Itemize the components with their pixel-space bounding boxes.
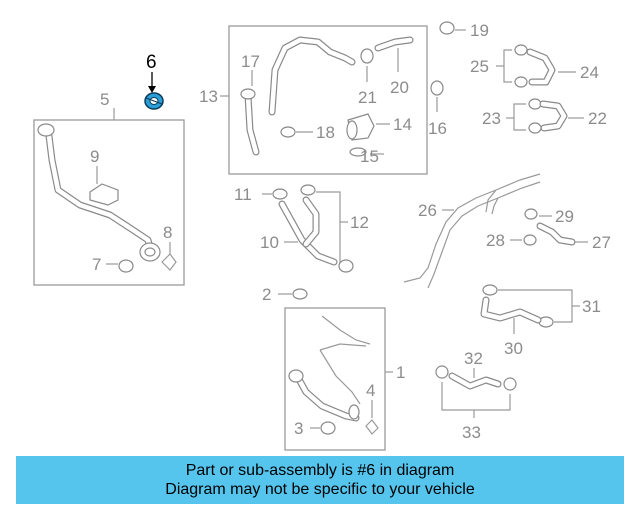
clamp-28 — [523, 234, 537, 246]
callout-21: 21 — [358, 88, 377, 107]
callout-7: 7 — [92, 255, 101, 274]
callout-22: 22 — [588, 109, 607, 128]
callout-1: 1 — [396, 363, 405, 382]
clamp-25b — [514, 76, 528, 88]
callout-26: 26 — [418, 201, 437, 220]
hose-32 — [448, 372, 502, 390]
callout-18: 18 — [316, 123, 335, 142]
group-10-12: 11 12 10 — [234, 184, 369, 273]
callout-16: 16 — [428, 119, 447, 138]
callout-28: 28 — [486, 231, 505, 250]
pipe-1 — [288, 315, 371, 422]
callout-20: 20 — [390, 78, 409, 97]
bracket-9 — [89, 183, 119, 206]
callout-6: 6 — [146, 52, 157, 73]
clamp-33b — [503, 377, 517, 391]
clip-4 — [365, 419, 379, 435]
group-32-33: 32 33 — [435, 349, 517, 442]
callout-30: 30 — [504, 339, 523, 358]
info-banner: Part or sub-assembly is #6 in diagram Di… — [16, 456, 624, 504]
clamp-12a — [300, 184, 316, 196]
clamp-11 — [272, 188, 288, 200]
callout-24: 24 — [580, 63, 599, 82]
o-ring-7 — [118, 259, 134, 273]
group-27-29: 29 28 27 — [486, 207, 611, 252]
group-1: 1 3 4 — [284, 307, 405, 451]
clamp-21 — [360, 48, 374, 64]
clamp-23b — [528, 122, 542, 134]
callout-17: 17 — [241, 52, 260, 71]
clamp-18 — [280, 126, 296, 138]
hose-24 — [526, 48, 556, 86]
group-5-frame — [33, 119, 185, 286]
group-24-25: 25 24 — [470, 44, 599, 88]
clamp-12b — [338, 259, 354, 273]
callout-2: 2 — [262, 285, 271, 304]
group-5: 5 9 7 8 — [33, 90, 185, 286]
group-16: 16 — [428, 80, 447, 138]
clip-8 — [161, 253, 177, 271]
callout-8: 8 — [163, 223, 172, 242]
elbow-14 — [346, 113, 375, 141]
callout-13: 13 — [199, 87, 218, 106]
clamp-19 — [439, 21, 455, 35]
group-2: 2 — [262, 285, 308, 304]
hose-22 — [539, 100, 568, 132]
callout-3: 3 — [294, 419, 303, 438]
group-30-31: 31 30 — [480, 284, 601, 358]
o-ring-3 — [320, 421, 336, 435]
group-19: 19 — [439, 21, 489, 40]
clamp-2 — [292, 288, 308, 300]
callout-31: 31 — [582, 297, 601, 316]
callout-23: 23 — [482, 109, 501, 128]
part-6-highlighted: 6 — [144, 52, 164, 110]
clamp-25a — [514, 44, 528, 56]
group-1-frame — [284, 307, 386, 451]
hose-20 — [374, 36, 414, 52]
callout-11: 11 — [234, 185, 252, 204]
callout-9: 9 — [90, 147, 99, 166]
clamp-31a — [482, 284, 498, 296]
callout-12: 12 — [350, 213, 369, 232]
group-26: 26 — [403, 173, 541, 289]
hose-10 — [278, 196, 338, 266]
callout-4: 4 — [366, 381, 375, 400]
clamp-16 — [430, 80, 444, 96]
banner-line-1: Part or sub-assembly is #6 in diagram — [185, 462, 455, 479]
callout-10: 10 — [260, 233, 279, 252]
callout-15: 15 — [360, 147, 379, 166]
callout-32: 32 — [464, 349, 483, 368]
clamp-15 — [349, 147, 367, 157]
hose-27 — [536, 222, 576, 246]
callout-25: 25 — [470, 57, 489, 76]
pipe-26 — [403, 173, 541, 289]
callout-19: 19 — [470, 21, 489, 40]
callout-14: 14 — [393, 115, 412, 134]
clamp-33a — [435, 365, 449, 379]
clamp-29 — [524, 208, 538, 220]
clamp-6 — [144, 92, 164, 110]
callout-5: 5 — [100, 90, 109, 109]
pipe-17 — [240, 36, 356, 156]
clamp-23a — [528, 98, 542, 110]
callout-29: 29 — [555, 207, 574, 226]
group-13: 13 17 21 20 18 14 — [199, 25, 428, 175]
hose-30 — [480, 296, 542, 324]
group-22-23: 23 22 — [482, 98, 607, 134]
group-13-frame — [228, 25, 428, 175]
banner-line-2: Diagram may not be specific to your vehi… — [165, 481, 475, 498]
hose-part — [37, 123, 161, 262]
callout-27: 27 — [592, 233, 611, 252]
callout-33: 33 — [462, 423, 481, 442]
